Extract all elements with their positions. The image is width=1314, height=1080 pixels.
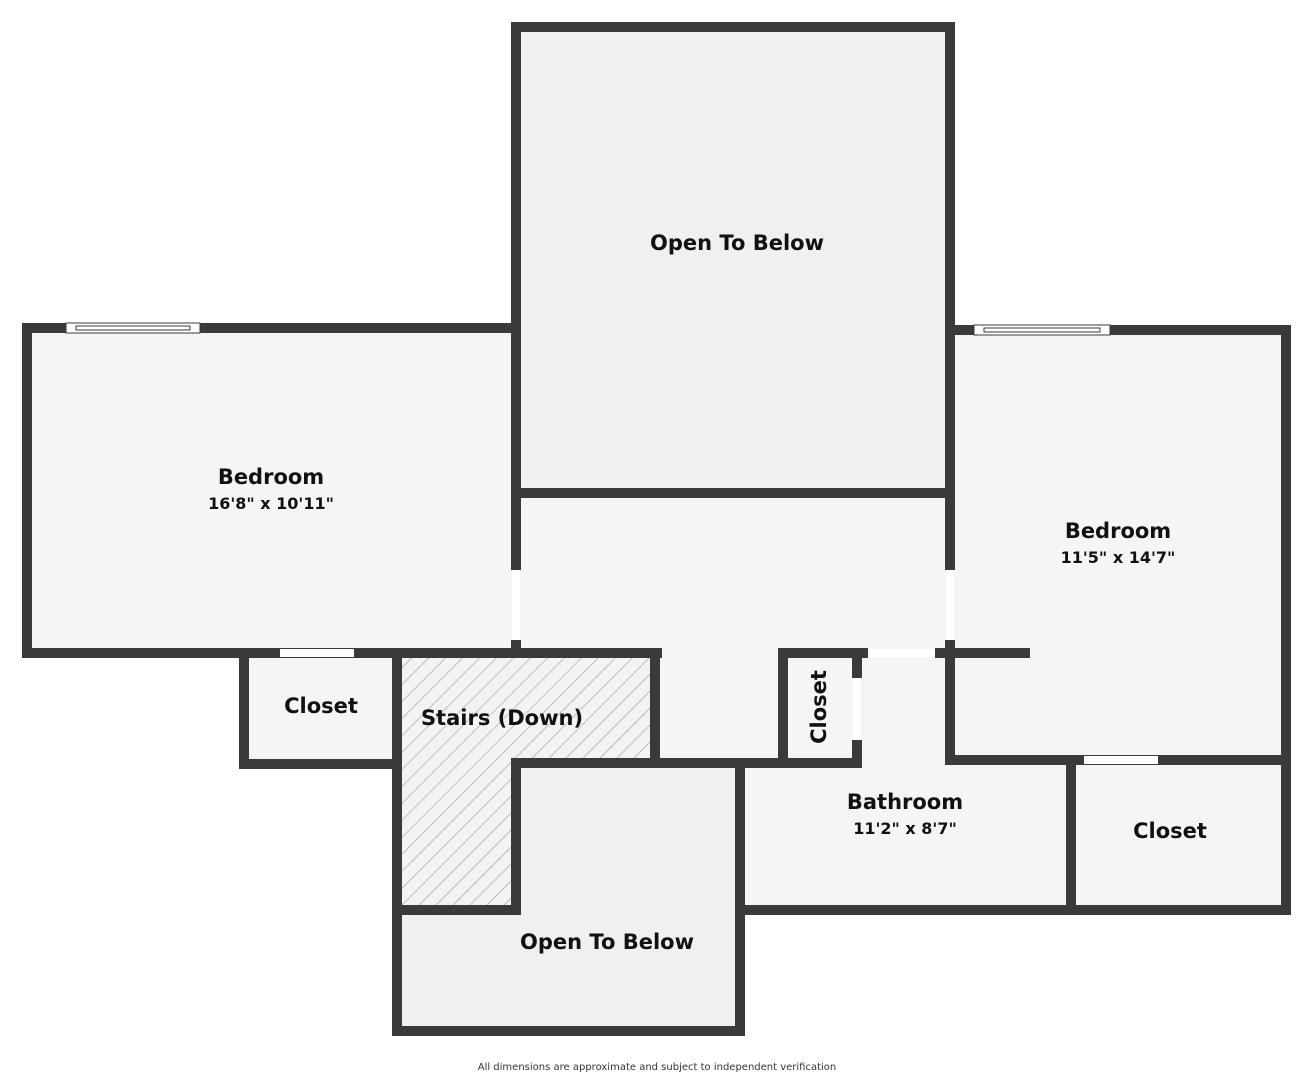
open-to-below-bottom-label: Open To Below [520,930,694,954]
bedroom-right-dims: 11'5" x 14'7" [1061,548,1176,567]
open-to-below-top-label: Open To Below [650,231,824,255]
hallway-lower-floor [655,653,783,763]
closet-right-label: Closet [1133,819,1207,843]
floors [27,27,1286,1031]
closet-small-floor [783,653,857,763]
hallway-floor [516,493,950,653]
closet-left-label: Closet [284,694,358,718]
bedroom-left-floor [27,328,516,653]
disclaimer-text: All dimensions are approximate and subje… [477,1062,837,1073]
open-to-below-bottom-floor [397,763,740,1031]
bathroom-label: Bathroom [847,790,963,814]
bedroom-left-label: Bedroom [218,465,324,489]
stairs-floor [397,653,655,910]
bathroom-dims: 11'2" x 8'7" [853,819,957,838]
bedroom-left-dims: 16'8" x 10'11" [208,494,334,513]
bathroom-floor [740,653,1071,910]
stairs-label: Stairs (Down) [421,706,583,730]
bedroom-right-label: Bedroom [1065,519,1171,543]
door-openings [280,570,1158,764]
closet-small-label: Closet [807,670,831,744]
bedroom-right-floor [950,330,1286,760]
open-to-below-top-floor [516,27,950,493]
closet-left-floor [244,653,397,763]
closet-right-floor [1071,760,1286,910]
room-labels: Open To Below Bedroom 16'8" x 10'11" Bed… [208,231,1207,954]
windows [65,322,1111,336]
